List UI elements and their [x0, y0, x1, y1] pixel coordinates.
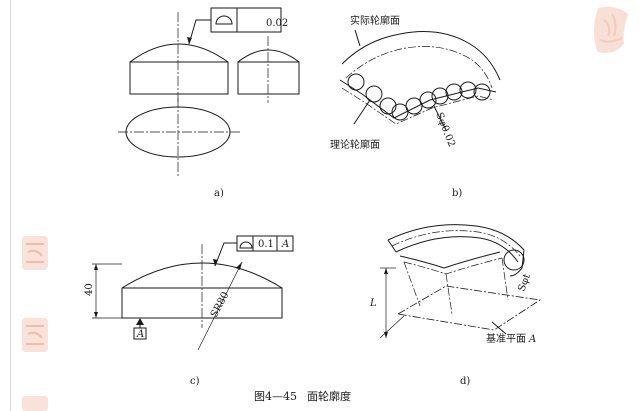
sphere-dim-b: Sφ0.02: [433, 111, 457, 149]
surface-profile-icon-c: [239, 241, 253, 249]
panel-d: [379, 224, 542, 339]
datum-box-c: [133, 327, 147, 340]
caption-title: 面轮廓度: [307, 389, 351, 403]
page-edge-line: [10, 0, 11, 411]
panel-label-d: d): [460, 376, 470, 387]
panel-label-b: b): [452, 188, 462, 199]
seal-icon-left-2: [22, 318, 48, 352]
datum-plane-label-letter: A: [528, 334, 536, 345]
tolerance-sphere-d: [503, 249, 525, 271]
panel-label-a: a): [214, 188, 224, 199]
panel-label-c: c): [190, 376, 200, 387]
height-dim-c: 40: [84, 283, 95, 296]
seal-icon-left-1: [22, 236, 48, 270]
actual-profile-curve: [341, 31, 501, 81]
panel-b: [339, 29, 501, 131]
caption-number: 图4—45: [254, 390, 297, 403]
tolerance-zone-upper: [387, 224, 525, 251]
radius-dim-c: SR80: [209, 290, 231, 319]
distance-label-d: L: [369, 298, 377, 309]
tolerance-value-a: 0.02: [266, 18, 288, 29]
dome-side-view-a: [237, 49, 300, 63]
seal-icon-top-right: [594, 6, 628, 53]
figure-caption: 图4—45 面轮廓度: [254, 389, 351, 403]
datum-plane-label-prefix: 基准平面: [486, 332, 526, 345]
theoretical-profile-curve: [339, 79, 497, 119]
tolerance-value-c: 0.1: [258, 239, 274, 250]
actual-profile-label: 实际轮廓面: [350, 14, 400, 27]
theoretical-profile-label: 理论轮廓面: [330, 138, 380, 151]
datum-plane-a: [396, 285, 542, 331]
sphere-dim-d: Sφt: [516, 272, 532, 293]
seal-icon-left-3: [22, 396, 48, 411]
panel-c: [92, 235, 294, 351]
datum-ref-c: A: [281, 239, 289, 250]
dome-front-view-a: [129, 43, 229, 63]
panel-a: [118, 7, 300, 176]
surface-profile-icon: [215, 15, 233, 25]
datum-letter-c: A: [136, 329, 144, 340]
